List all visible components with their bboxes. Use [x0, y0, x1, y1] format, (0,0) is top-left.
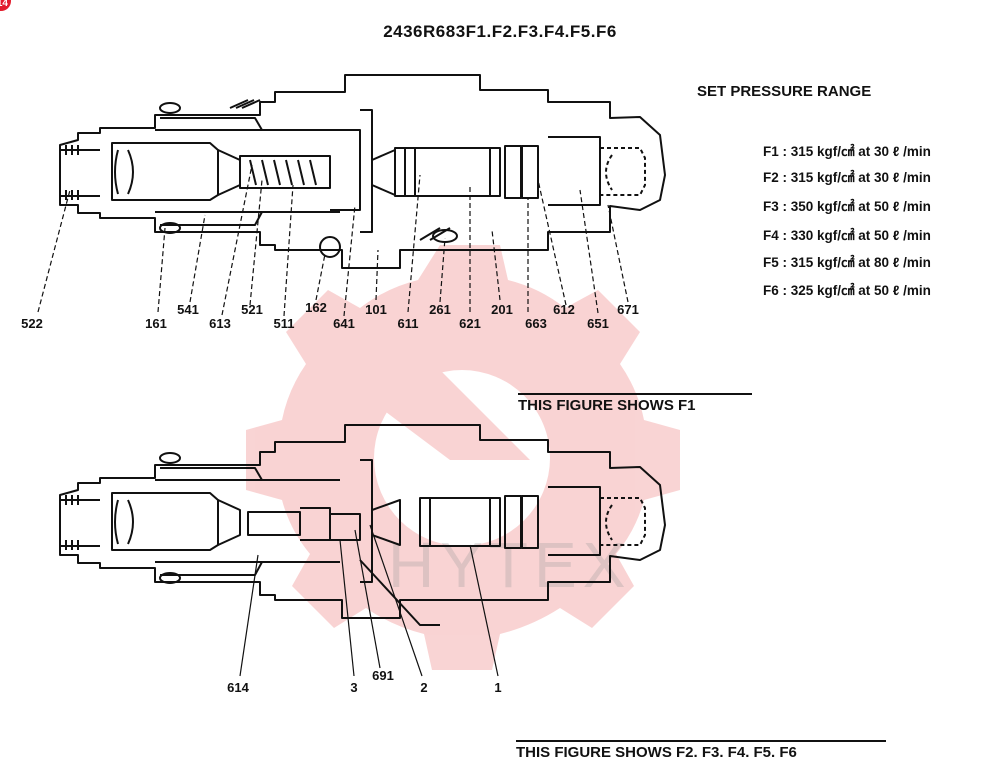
callout-3: 3: [350, 680, 358, 695]
pressure-range-f6: F6 : 325 kgf/㎠ at 50 ℓ /min: [763, 283, 931, 298]
callout-521: 521: [241, 302, 263, 317]
callout-201: 201: [491, 302, 513, 317]
callout-611: 611: [397, 316, 419, 331]
figure2-caption: THIS FIGURE SHOWS F2. F3. F4. F5. F6: [516, 740, 886, 761]
callout-161: 161: [145, 316, 167, 331]
callout-641: 641: [333, 316, 355, 331]
callout-261: 261: [429, 302, 451, 317]
callout-613: 613: [209, 316, 231, 331]
callout-101: 101: [365, 302, 387, 317]
watermark-text: HYTEX: [388, 529, 632, 601]
pressure-range-f1: F1 : 315 kgf/㎠ at 30 ℓ /min: [763, 144, 931, 159]
figure1-caption: THIS FIGURE SHOWS F1: [518, 393, 752, 414]
callout-2: 2: [420, 680, 428, 695]
callout-511: 511: [273, 316, 295, 331]
pressure-range-f5: F5 : 315 kgf/㎠ at 80 ℓ /min: [763, 255, 931, 270]
callout-612: 612: [553, 302, 575, 317]
drawing-title: 2436R683F1.F2.F3.F4.F5.F6: [383, 22, 617, 41]
pressure-range-f4: F4 : 330 kgf/㎠ at 50 ℓ /min: [763, 228, 931, 243]
page-badge: 14: [0, 0, 11, 11]
callout-522: 522: [21, 316, 43, 331]
callout-162: 162: [305, 300, 327, 315]
callout-651: 651: [587, 316, 609, 331]
pressure-range-f3: F3 : 350 kgf/㎠ at 50 ℓ /min: [763, 199, 931, 214]
callout-691: 691: [372, 668, 394, 683]
pressure-range-f2: F2 : 315 kgf/㎠ at 30 ℓ /min: [763, 170, 931, 185]
callout-621: 621: [459, 316, 481, 331]
set-pressure-heading: SET PRESSURE RANGE: [697, 83, 872, 100]
callout-1: 1: [494, 680, 502, 695]
callout-541: 541: [177, 302, 199, 317]
callout-663: 663: [525, 316, 547, 331]
callout-614: 614: [227, 680, 249, 695]
callout-671: 671: [617, 302, 639, 317]
